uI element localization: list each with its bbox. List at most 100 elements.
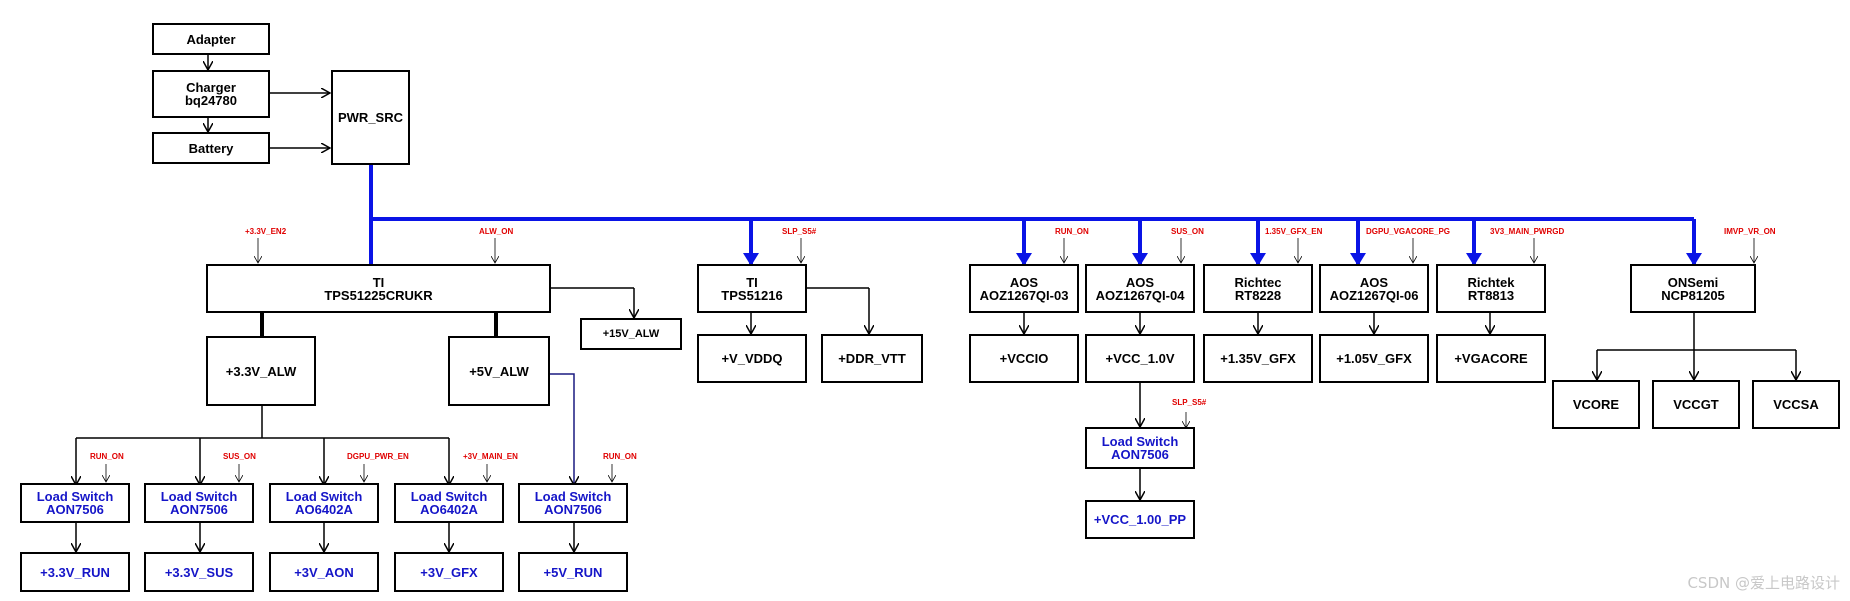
- node-part: RT8813: [1467, 287, 1515, 303]
- v-vddq-node: +V_VDDQ: [697, 334, 807, 383]
- node-part: AOZ1267QI-04: [1095, 287, 1185, 303]
- node-label: +VCCIO: [999, 351, 1049, 366]
- power-bus: [369, 163, 1702, 266]
- load-switch-4: Load Switch AO6402A: [394, 483, 504, 523]
- output-5v-run: +5V_RUN: [518, 552, 628, 592]
- rt8813-node: Richtek RT8813: [1436, 264, 1546, 313]
- rt8228-node: Richtec RT8228: [1203, 264, 1313, 313]
- node-vendor: Richtek: [1467, 274, 1515, 290]
- node-label: Load Switch: [160, 489, 238, 504]
- vccgt-node: VCCGT: [1652, 380, 1740, 429]
- signal-dgpu-vgacore-pg: DGPU_VGACORE_PG: [1366, 227, 1451, 236]
- signal-slp-s5-ls6: SLP_S5#: [1172, 398, 1207, 407]
- aos-04-node: AOS AOZ1267QI-04: [1085, 264, 1195, 313]
- node-part: RT8228: [1234, 287, 1282, 303]
- aos-06-node: AOS AOZ1267QI-06: [1319, 264, 1429, 313]
- node-vendor: AOS: [1009, 274, 1039, 290]
- node-label: Adapter: [186, 31, 236, 47]
- signal-run-on: RUN_ON: [1055, 227, 1089, 236]
- node-part: AON7506: [544, 502, 602, 517]
- pwr-src-node: PWR_SRC: [331, 70, 410, 165]
- node-label: Load Switch: [285, 489, 363, 504]
- ti-tps51225-node: TI TPS51225CRUKR: [206, 264, 551, 313]
- node-part: AON7506: [170, 502, 228, 517]
- node-label: +1.35V_GFX: [1220, 351, 1296, 366]
- node-label: +3V_GFX: [420, 564, 478, 580]
- ddr-vtt-node: +DDR_VTT: [821, 334, 923, 383]
- adapter-node: Adapter: [152, 23, 270, 55]
- vr-outputs: [1024, 313, 1796, 500]
- node-label: +5V_RUN: [543, 564, 603, 580]
- node-part: AOZ1267QI-03: [979, 287, 1069, 303]
- vcc-1v0-node: +VCC_1.0V: [1085, 334, 1195, 383]
- load-switch-5: Load Switch AON7506: [518, 483, 628, 523]
- signal-imvp-vr-on: IMVP_VR_ON: [1724, 227, 1776, 236]
- vccsa-node: VCCSA: [1752, 380, 1840, 429]
- node-vendor: TI: [372, 274, 385, 290]
- watermark: CSDN @爱上电路设计: [1687, 574, 1840, 592]
- node-part: NCP81205: [1661, 287, 1725, 303]
- node-vendor: ONSemi: [1667, 274, 1719, 290]
- ls-outputs: [76, 523, 574, 552]
- output-3v3-sus: +3.3V_SUS: [144, 552, 254, 592]
- node-label: +V_VDDQ: [721, 351, 783, 366]
- ncp81205-node: ONSemi NCP81205: [1630, 264, 1756, 313]
- vgacore-node: +VGACORE: [1436, 334, 1546, 383]
- node-label: +DDR_VTT: [838, 351, 906, 366]
- node-label: PWR_SRC: [337, 110, 403, 125]
- node-label: +VCC_1.0V: [1105, 351, 1175, 366]
- vccio-node: +VCCIO: [969, 334, 1079, 383]
- node-label: +3.3V_RUN: [40, 564, 110, 580]
- load-switch-6: Load Switch AON7506: [1085, 427, 1195, 469]
- node-label: +VCC_1.00_PP: [1093, 512, 1187, 527]
- ti-main-outputs: [260, 287, 634, 336]
- gfx-1v05-node: +1.05V_GFX: [1319, 334, 1429, 383]
- node-part: AON7506: [46, 502, 104, 517]
- load-switch-2: Load Switch AON7506: [144, 483, 254, 523]
- node-part: AON7506: [1111, 447, 1169, 462]
- v33-alw-node: +3.3V_ALW: [206, 336, 316, 406]
- signal-3v3-main-pwrgd: 3V3_MAIN_PWRGD: [1490, 227, 1565, 236]
- node-vendor: AOS: [1125, 274, 1155, 290]
- node-vendor: AOS: [1359, 274, 1389, 290]
- node-label: Load Switch: [534, 489, 612, 504]
- node-label: +3.3V_ALW: [225, 363, 297, 379]
- output-3v-aon: +3V_AON: [269, 552, 379, 592]
- node-label: +3.3V_SUS: [164, 564, 234, 580]
- signal-3v-main-en: +3V_MAIN_EN: [463, 452, 518, 461]
- load-switch-1: Load Switch AON7506: [20, 483, 130, 523]
- node-label: +5V_ALW: [469, 363, 529, 379]
- vcc-1v00-pp-node: +VCC_1.00_PP: [1085, 500, 1195, 539]
- node-label: VCCSA: [1773, 397, 1819, 412]
- signal-dgpu-pwr-en: DGPU_PWR_EN: [347, 452, 409, 461]
- node-label: VCCGT: [1673, 397, 1719, 412]
- output-3v-gfx: +3V_GFX: [394, 552, 504, 592]
- node-label: Load Switch: [36, 489, 114, 504]
- node-part: TPS51216: [721, 287, 783, 303]
- node-vendor: TI: [746, 274, 758, 290]
- aos-03-node: AOS AOZ1267QI-03: [969, 264, 1079, 313]
- signal-3v3-en2: +3.3V_EN2: [245, 227, 287, 236]
- node-label: +3V_AON: [294, 564, 354, 580]
- node-part: AO6402A: [295, 502, 353, 517]
- node-label: +1.05V_GFX: [1336, 351, 1412, 366]
- v5-alw-node: +5V_ALW: [448, 336, 550, 406]
- node-label: +15V_ALW: [602, 327, 660, 340]
- node-label: Charger: [186, 80, 236, 95]
- node-label: Battery: [188, 140, 234, 156]
- node-label: VCORE: [1572, 397, 1620, 412]
- alw-distribution: [76, 373, 574, 485]
- signal-arrows: [106, 238, 1754, 482]
- node-part: AOZ1267QI-06: [1329, 287, 1419, 303]
- node-part: AO6402A: [420, 502, 478, 517]
- v15-alw-node: +15V_ALW: [580, 318, 682, 350]
- signal-slp-s5: SLP_S5#: [782, 227, 817, 236]
- signal-1v35-gfx-en: 1.35V_GFX_EN: [1265, 227, 1323, 236]
- load-switch-3: Load Switch AO6402A: [269, 483, 379, 523]
- signal-sus-on: SUS_ON: [1171, 227, 1204, 236]
- signal-run-on-ls5: RUN_ON: [603, 452, 637, 461]
- signal-alw-on: ALW_ON: [479, 227, 514, 236]
- node-vendor: Richtec: [1234, 274, 1282, 290]
- gfx-1v35-node: +1.35V_GFX: [1203, 334, 1313, 383]
